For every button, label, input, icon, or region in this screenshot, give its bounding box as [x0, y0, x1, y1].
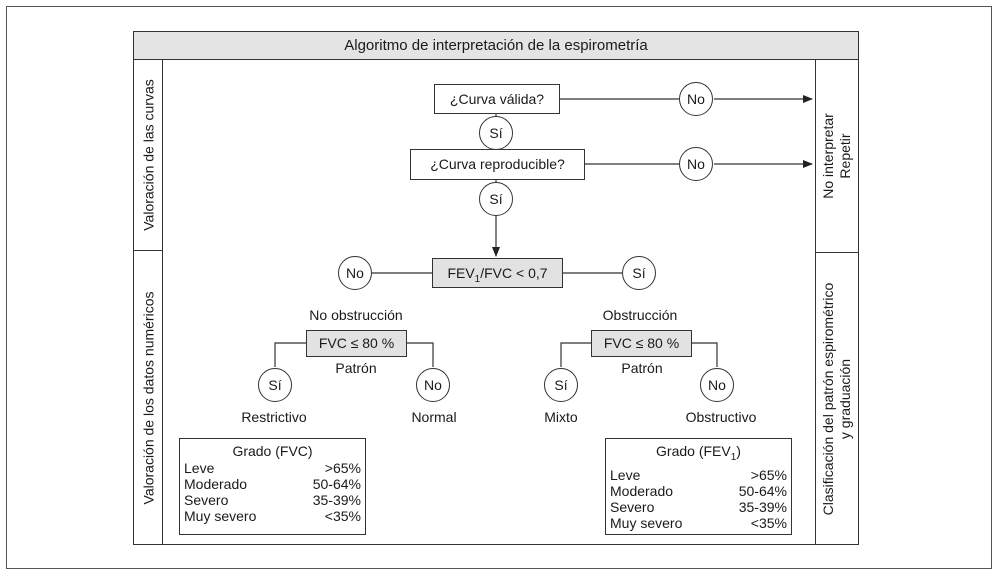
valid-si-circle: Sí: [479, 116, 513, 150]
grade-fvc-box: Grado (FVC) Leve >65% Moderado 50-64% Seve…: [179, 438, 366, 535]
fev-suffix: /FVC < 0,7: [480, 265, 548, 281]
diagram-frame: [133, 31, 859, 545]
grade-fvc-row-value: <35%: [324, 508, 361, 524]
grade-fev1-row-value: <35%: [750, 514, 787, 531]
pattern-right-label: Patrón: [621, 360, 663, 376]
curve-valid-question: ¿Curva válida?: [434, 84, 560, 114]
right-si-circle: Sí: [544, 368, 578, 402]
grade-fvc-row-label: Moderado: [184, 476, 248, 492]
grade-fvc-row-label: Leve: [184, 460, 215, 476]
ratio-si-circle: Sí: [622, 256, 656, 290]
grade-fev1-row-label: Leve: [610, 466, 641, 483]
mixed-label: Mixto: [544, 409, 578, 425]
normal-label: Normal: [411, 409, 457, 425]
diagram-title: Algoritmo de interpretación de la espiro…: [134, 32, 858, 60]
grade-fvc-title: Grado (FVC): [232, 443, 313, 459]
ratio-no-circle: No: [338, 256, 372, 290]
left-no-circle: No: [416, 368, 450, 402]
restrictive-label: Restrictivo: [241, 409, 307, 425]
valid-no-circle: No: [679, 82, 713, 116]
grade-fvc-row-value: >65%: [324, 460, 361, 476]
grade-fev1-row-label: Muy severo: [610, 514, 683, 531]
branch-left-fvc-to-no: [407, 342, 434, 367]
grade-fvc-row-value: 35-39%: [312, 492, 361, 508]
right-column: [815, 60, 858, 544]
grade-fev1-title-subscript: 1: [730, 451, 737, 463]
fvc-test-left-box: FVC ≤ 80 %: [306, 330, 407, 357]
grade-fev1-row-label: Severo: [610, 498, 655, 515]
grade-fev1-title: Grado (FEV1): [610, 443, 787, 466]
grade-fev1-title-prefix: Grado (FEV: [656, 443, 731, 459]
grade-fvc-row-label: Severo: [184, 492, 229, 508]
outer-border: [6, 6, 992, 569]
obstruction-label: Obstrucción: [602, 307, 678, 323]
grade-fvc-row: Moderado 50-64%: [184, 476, 361, 492]
grade-fvc-row: Severo 35-39%: [184, 492, 361, 508]
right-column-divider: [815, 252, 858, 253]
grade-fvc-row: Muy severo <35%: [184, 508, 361, 524]
branch-left-fvc-to-si: [274, 342, 306, 367]
reproducible-no-circle: No: [679, 147, 713, 181]
fev1-fvc-ratio-box: FEV1/FVC < 0,7: [432, 258, 563, 288]
grade-fev1-row: Moderado 50-64%: [610, 483, 787, 499]
grade-fvc-row-value: 50-64%: [312, 476, 361, 492]
no-obstruction-label: No obstrucción: [309, 307, 403, 323]
grade-fvc-row-label: Muy severo: [184, 508, 257, 524]
left-si-circle: Sí: [258, 368, 292, 402]
grade-fvc-row: Leve >65%: [184, 460, 361, 476]
grade-fev1-box: Grado (FEV1) Leve >65% Moderado 50-64% Sev…: [605, 438, 792, 535]
obstructive-label: Obstructivo: [685, 409, 757, 425]
branch-right-fvc-to-si: [560, 342, 591, 367]
branch-right-fvc-to-no: [692, 342, 718, 367]
grade-fev1-row-value: 35-39%: [738, 498, 787, 515]
left-column: [134, 60, 163, 544]
curve-reproducible-question: ¿Curva reproducible?: [410, 149, 585, 180]
grade-fev1-title-suffix: ): [736, 443, 741, 459]
grade-fev1-row-value: >65%: [750, 466, 787, 483]
left-column-divider: [134, 250, 163, 251]
grade-fev1-row-value: 50-64%: [738, 482, 787, 499]
fev-subscript: 1: [474, 273, 481, 285]
grade-fev1-row: Muy severo <35%: [610, 515, 787, 531]
fvc-test-right-box: FVC ≤ 80 %: [591, 330, 692, 357]
grade-fev1-row-label: Moderado: [610, 482, 674, 499]
reproducible-si-circle: Sí: [479, 182, 513, 216]
grade-fev1-row: Leve >65%: [610, 467, 787, 483]
fev-prefix: FEV: [447, 265, 475, 281]
grade-fev1-row: Severo 35-39%: [610, 499, 787, 515]
pattern-left-label: Patrón: [335, 360, 377, 376]
right-no-circle: No: [700, 368, 734, 402]
